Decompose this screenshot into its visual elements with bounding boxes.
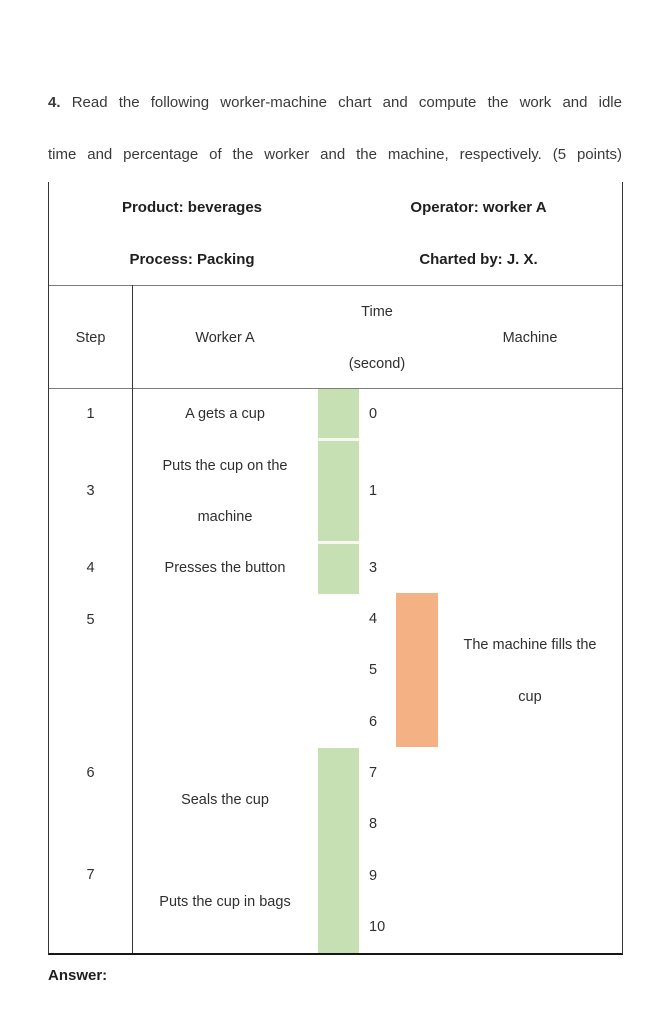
time-label-10: 10 [369, 919, 386, 935]
column-header-time-line2: (second) [348, 356, 406, 372]
question-line-1: 4. Read the following worker-machine cha… [48, 93, 622, 113]
worker-task-gets-cup: A gets a cup [185, 406, 265, 422]
step-label-7: 7 [86, 867, 95, 883]
operator-info: Operator: worker A [410, 199, 547, 216]
step-label-6: 6 [86, 765, 95, 781]
step-label-3: 3 [86, 483, 95, 499]
time-label-0: 0 [369, 406, 378, 422]
time-label-7: 7 [369, 765, 378, 781]
question-number: 4. [48, 94, 61, 111]
step-label-4: 4 [86, 560, 95, 576]
machine-task-line1: The machine fills the [463, 637, 597, 653]
question-line-2-text: time and percentage of the worker and th… [48, 146, 622, 163]
answer-label: Answer: [48, 967, 108, 984]
column-header-step: Step [75, 330, 106, 346]
worker-machine-chart-table: Product: beverages Operator: worker A Pr… [48, 182, 623, 955]
worker-task-puts-cup-line1: Puts the cup on the [162, 458, 288, 474]
question-text: 4. Read the following worker-machine cha… [48, 93, 622, 165]
time-label-8: 8 [369, 816, 378, 832]
step-label-1: 1 [86, 406, 95, 422]
worker-task-seals-cup: Seals the cup [181, 792, 269, 808]
worker-activity-bar-1 [318, 389, 359, 594]
column-header-worker: Worker A [195, 330, 255, 346]
worker-task-presses-button: Presses the button [164, 560, 286, 576]
time-label-5: 5 [369, 662, 378, 678]
info-section-divider-line [49, 285, 622, 286]
column-header-divider-line [49, 388, 622, 389]
worker-task-puts-in-bags: Puts the cup in bags [159, 894, 291, 910]
column-header-machine: Machine [502, 330, 558, 346]
time-label-1: 1 [369, 483, 378, 499]
worker-task-puts-cup-line2: machine [197, 509, 253, 525]
machine-activity-bar [396, 593, 438, 747]
step-column-divider-line [132, 285, 133, 953]
charted-by-info: Charted by: J. X. [419, 251, 538, 268]
process-info: Process: Packing [129, 251, 255, 268]
step-label-5: 5 [86, 612, 95, 628]
column-header-time-line1: Time [361, 304, 393, 320]
bar-divider [318, 541, 359, 544]
time-label-3: 3 [369, 560, 378, 576]
question-line-1-text: Read the following worker-machine chart … [71, 94, 622, 111]
time-label-6: 6 [369, 714, 378, 730]
machine-task-line2: cup [518, 689, 542, 705]
bar-divider [318, 438, 359, 441]
time-label-4: 4 [369, 611, 378, 627]
worker-activity-bar-2 [318, 748, 359, 953]
product-info: Product: beverages [121, 199, 263, 216]
question-line-2: time and percentage of the worker and th… [48, 145, 622, 165]
time-label-9: 9 [369, 868, 378, 884]
